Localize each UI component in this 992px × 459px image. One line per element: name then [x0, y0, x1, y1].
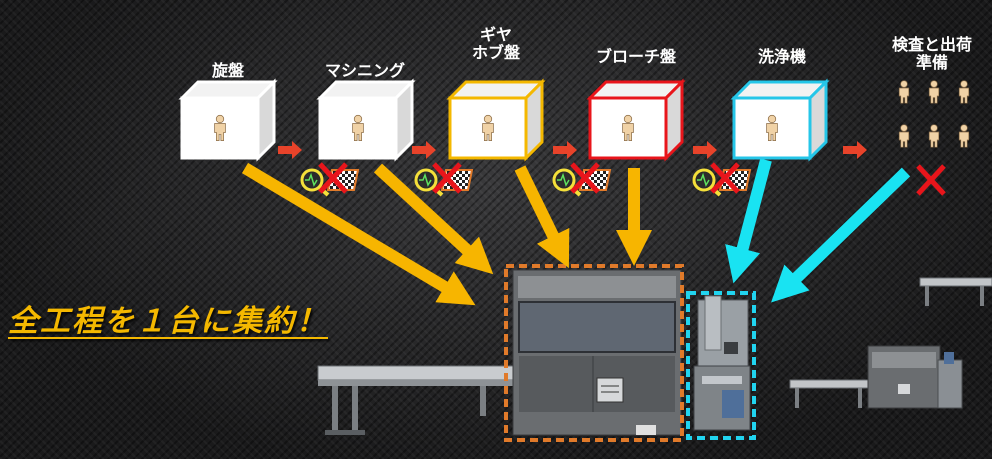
- flow-arrow-icon: [553, 141, 577, 159]
- flow-arrow-icon: [693, 141, 717, 159]
- worker-icon: [898, 124, 910, 148]
- arrow-hob: [514, 165, 570, 269]
- process-label-machining: マシニング: [324, 61, 405, 80]
- process-cube-broach: [586, 78, 686, 162]
- right-machine: [789, 277, 992, 409]
- worker-icon: [898, 80, 910, 104]
- main-machine: [512, 269, 682, 436]
- arrow-washer: [725, 158, 772, 284]
- worker-icon: [958, 80, 970, 104]
- main-machine-frame: [504, 264, 684, 442]
- process-label-lathe: 旋盤: [211, 61, 244, 80]
- process-cube-hob: [446, 78, 546, 162]
- flow-arrow-icon: [843, 141, 867, 159]
- inspection-cross-icon: [916, 164, 946, 196]
- waiting-inspection-icon: [414, 162, 474, 197]
- left-gantry: [317, 365, 517, 435]
- flow-arrow-icon: [412, 141, 436, 159]
- inspection-workers: [898, 80, 970, 148]
- waiting-inspection-icon: [552, 162, 612, 197]
- worker-icon: [928, 80, 940, 104]
- washing-unit: [693, 295, 751, 431]
- waiting-inspection-icon: [300, 162, 360, 197]
- waiting-inspection-icon: [692, 162, 752, 197]
- process-label-hob: ギヤ ホブ盤: [471, 25, 520, 62]
- worker-icon: [958, 124, 970, 148]
- flow-arrow-icon: [278, 141, 302, 159]
- worker-icon: [928, 124, 940, 148]
- arrow-inspection: [771, 167, 911, 303]
- process-cube-machining: [316, 78, 416, 162]
- arrows-to-washing-unit: [725, 158, 911, 303]
- process-label-broach: ブローチ盤: [595, 47, 676, 66]
- washing-unit-frame: [686, 291, 756, 440]
- arrow-machining: [373, 163, 494, 275]
- slogan: 全工程を１台に集約！: [8, 304, 328, 339]
- inspection-label: 検査と出荷 準備: [891, 35, 972, 72]
- process-cube-washer: [730, 78, 830, 162]
- arrows-to-main-machine: [241, 162, 652, 306]
- process-label-washer: 洗浄機: [757, 47, 806, 66]
- process-cube-lathe: [178, 78, 278, 162]
- arrow-lathe: [241, 162, 476, 306]
